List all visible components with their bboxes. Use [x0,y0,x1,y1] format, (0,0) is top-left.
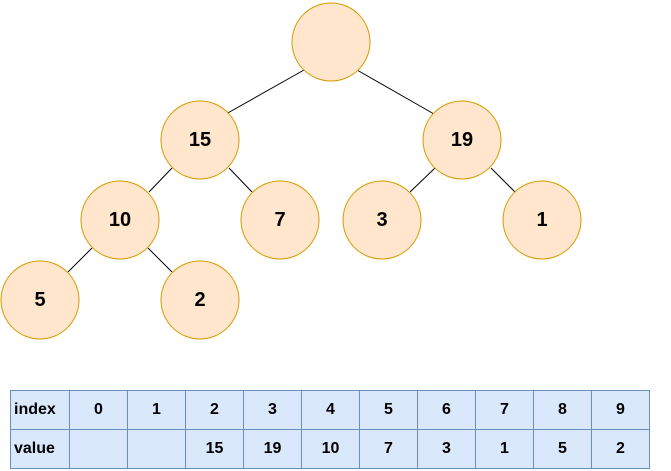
value-cell [69,429,128,469]
index-row: index 0 1 2 3 4 5 6 7 8 9 [10,390,650,430]
node-label: 3 [376,209,387,231]
node-label: 19 [451,129,473,151]
tree-node-3: 3 [342,180,422,260]
value-cell: 1 [475,429,534,469]
tree-node-2: 2 [160,260,240,340]
tree-node-10: 10 [80,180,160,260]
heap-array-table: index 0 1 2 3 4 5 6 7 8 9 value 15 19 10… [10,390,650,469]
tree-node-1: 1 [502,180,582,260]
index-cell: 3 [243,390,302,430]
node-label: 5 [34,289,45,311]
index-cell: 0 [69,390,128,430]
edge-10-5 [67,247,93,273]
tree-node-19: 19 [422,100,502,180]
tree-node-root [291,2,371,82]
index-cell: 7 [475,390,534,430]
edge-10-2 [147,247,173,273]
tree-node-5: 5 [0,260,80,340]
node-label: 2 [194,289,205,311]
index-cell: 8 [533,390,592,430]
node-label: 10 [109,209,131,231]
index-cell: 2 [185,390,244,430]
edge-15-10 [148,167,173,193]
value-cell: 19 [243,429,302,469]
edge-15-7 [228,167,253,193]
edge-root-19 [356,69,435,115]
index-cell: 6 [417,390,476,430]
node-label: 1 [536,209,547,231]
tree-node-7: 7 [240,180,320,260]
edge-19-1 [490,167,516,193]
node-label: 7 [274,209,285,231]
heap-tree-diagram: 15 19 10 7 3 1 5 2 [0,2,582,340]
value-cell: 7 [359,429,418,469]
value-cell: 2 [591,429,650,469]
value-cell: 10 [301,429,360,469]
value-cell: 5 [533,429,592,469]
node-label: 15 [189,129,211,151]
edge-19-3 [409,167,436,193]
value-cell [127,429,186,469]
value-row-header: value [10,429,70,469]
edge-root-15 [225,69,305,115]
value-cell: 3 [417,429,476,469]
index-cell: 5 [359,390,418,430]
index-cell: 4 [301,390,360,430]
index-cell: 9 [591,390,650,430]
value-cell: 15 [185,429,244,469]
index-cell: 1 [127,390,186,430]
index-row-header: index [10,390,70,430]
value-row: value 15 19 10 7 3 1 5 2 [10,429,650,469]
tree-edges [67,69,516,273]
tree-node-15: 15 [160,100,240,180]
